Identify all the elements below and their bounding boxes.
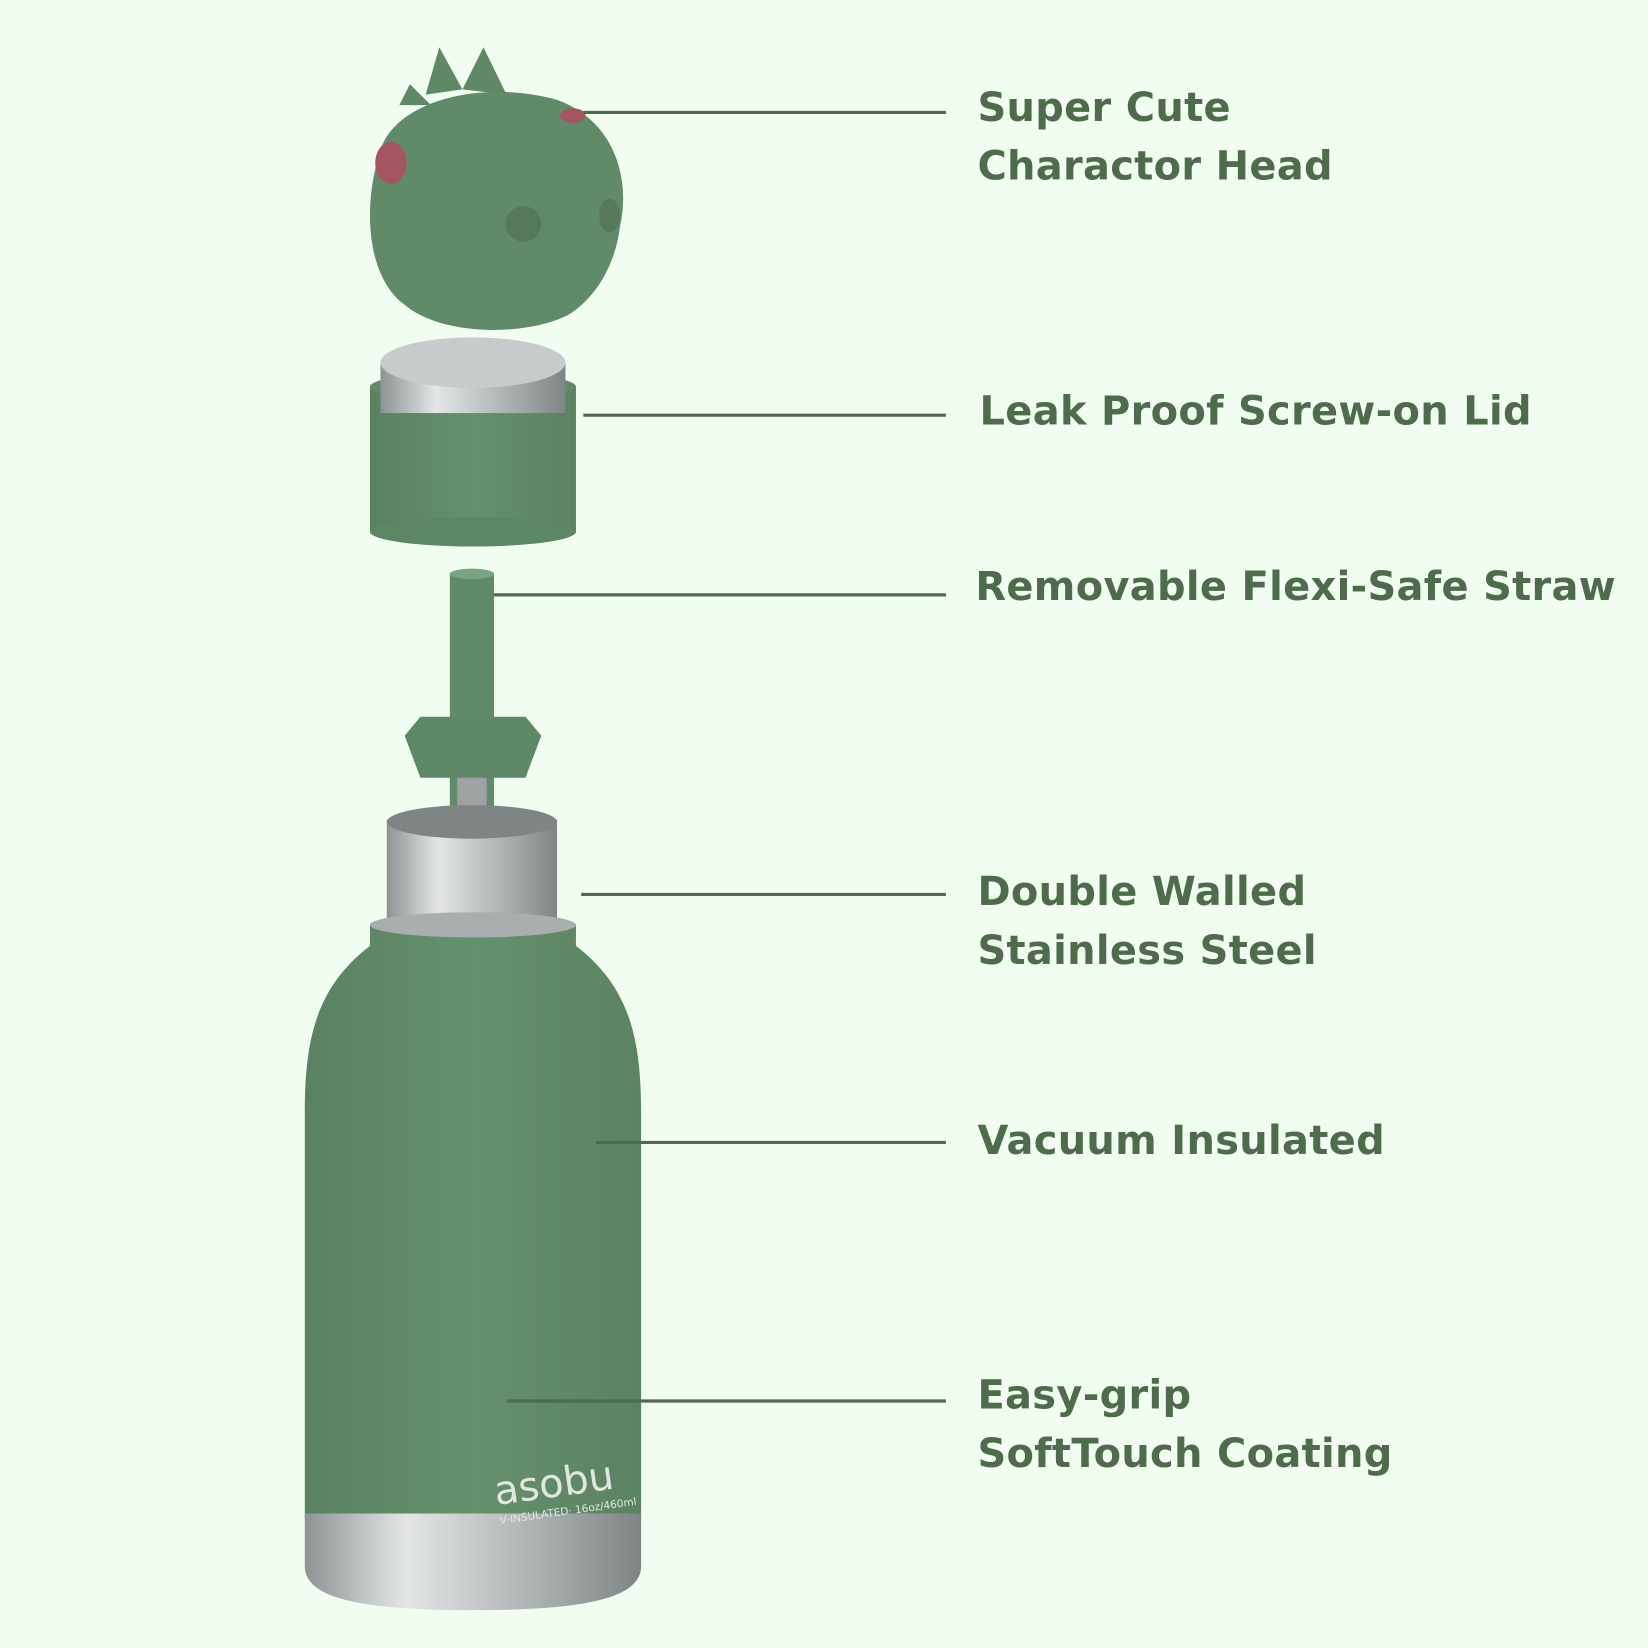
callout-lid: Leak Proof Screw-on Lid	[980, 389, 1532, 435]
cheek-left	[375, 141, 407, 184]
callout-head-line1: Super Cute	[977, 85, 1230, 131]
nostril	[505, 206, 542, 242]
callout-grip-line1: Easy-grip	[977, 1372, 1191, 1418]
callout-straw: Removable Flexi-Safe Straw	[975, 564, 1616, 610]
callout-vacuum: Vacuum Insulated	[977, 1118, 1385, 1164]
character-head	[369, 47, 624, 330]
bottle: asobu V-INSULATED· 16oz/460ml	[304, 805, 642, 1611]
callout-grip-line2: SoftTouch Coating	[977, 1431, 1392, 1477]
straw	[404, 568, 542, 826]
callout-steel-line1: Double Walled	[977, 869, 1306, 915]
callout-steel-line2: Stainless Steel	[977, 928, 1316, 974]
screw-on-lid	[369, 337, 576, 547]
callout-head-line2: Charactor Head	[977, 144, 1332, 190]
